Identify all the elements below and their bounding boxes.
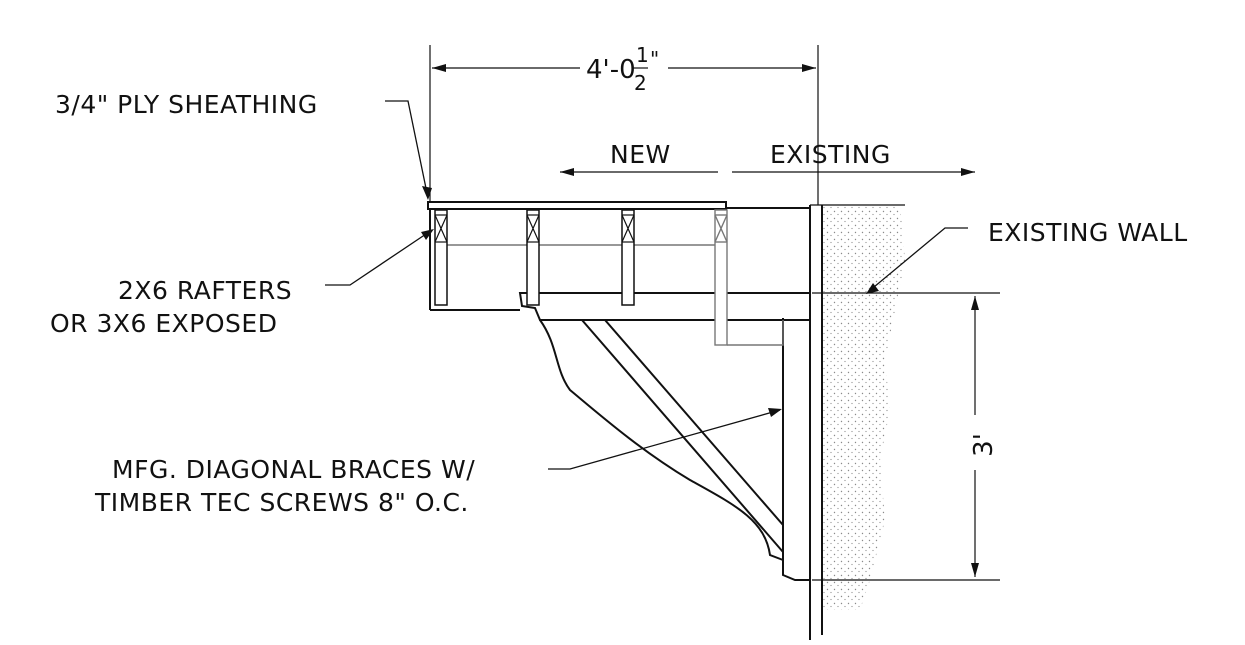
rafter-4-hidden: [714, 209, 784, 346]
existing-wall-leader: [867, 227, 968, 293]
sheathing-label: 3/4" PLY SHEATHING: [55, 90, 318, 119]
diagonal-brace-member: [579, 319, 784, 555]
rafter-1: [434, 209, 448, 306]
existing-wall-leader-arrow: [866, 283, 879, 294]
existing-label: EXISTING: [770, 140, 891, 169]
braces-label-2: TIMBER TEC SCREWS 8" O.C.: [94, 488, 469, 517]
sheathing-leader-arrow: [422, 186, 432, 200]
new-label: NEW: [610, 140, 671, 169]
diagonal-brace: [539, 319, 810, 581]
support-beam: [518, 292, 811, 321]
ply-sheathing: [427, 201, 727, 210]
sheathing-leader: [385, 100, 429, 199]
width-fraction-den: 2: [634, 71, 647, 95]
rafter-2: [526, 209, 540, 306]
rafters-leader: [325, 229, 433, 286]
braces-label-1: MFG. DIAGONAL BRACES W/: [112, 455, 475, 484]
rafters-leader-arrow: [421, 229, 434, 240]
width-inch-mark: ": [650, 47, 659, 71]
existing-wall-hatch: [822, 205, 905, 610]
existing-wall-label: EXISTING WALL: [988, 218, 1188, 247]
braces-leader: [548, 409, 781, 470]
height-dimension: 3': [969, 433, 999, 457]
width-dimension: 4'-0: [586, 55, 636, 85]
braces-leader-arrow: [768, 408, 782, 417]
rafter-3: [621, 209, 635, 306]
rafters-label-2: OR 3X6 EXPOSED: [50, 309, 277, 338]
rafters-label-1: 2X6 RAFTERS: [118, 276, 292, 305]
width-fraction-num: 1: [636, 43, 649, 67]
